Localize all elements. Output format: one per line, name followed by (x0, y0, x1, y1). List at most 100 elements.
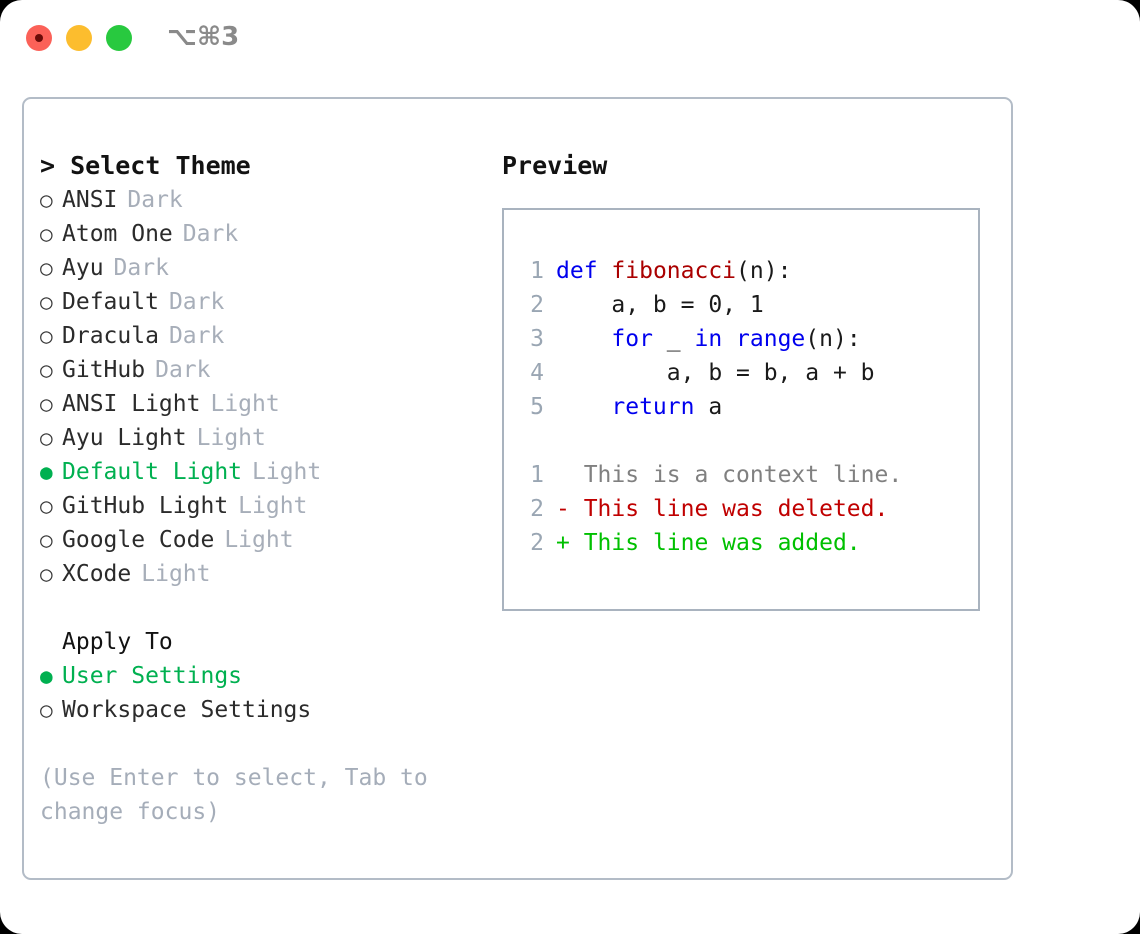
code-token: range (736, 326, 806, 352)
diff-marker (556, 458, 584, 492)
apply-to-label: Workspace Settings (62, 697, 312, 723)
radio-unselected-icon: ○ (40, 222, 53, 246)
theme-variant-tag: Light (252, 459, 322, 485)
select-theme-header: > Select Theme (40, 151, 251, 180)
preview-blank-line (518, 424, 978, 458)
code-token: a, b = b, a + b (556, 360, 875, 386)
theme-list-item[interactable]: ○ Ayu Dark (40, 251, 480, 285)
theme-list-item[interactable]: ○ Default Dark (40, 285, 480, 319)
diff-line: 1 This is a context line. (518, 458, 978, 492)
code-token (598, 254, 612, 288)
code-line: 4 a, b = b, a + b (518, 356, 978, 390)
keyboard-hint: (Use Enter to select, Tab to change focu… (40, 765, 442, 825)
preview-title: Preview (502, 151, 608, 180)
theme-list-item[interactable]: ○ XCode Light (40, 557, 480, 591)
code-line: 5 return a (518, 390, 978, 424)
code-token: def (556, 258, 598, 284)
theme-name-label: Ayu (62, 255, 104, 281)
code-line-number: 3 (530, 326, 544, 352)
theme-variant-tag: Dark (168, 323, 225, 349)
apply-to-label: User Settings (62, 663, 243, 689)
theme-variant-tag: Light (196, 425, 266, 451)
radio-unselected-icon: ○ (40, 188, 53, 212)
apply-to-item[interactable]: ○ Workspace Settings (40, 693, 480, 727)
code-token (556, 322, 611, 356)
code-token: return (611, 394, 695, 420)
theme-name-label: XCode (62, 561, 132, 587)
minimize-button-icon[interactable] (66, 25, 92, 51)
code-token: for (611, 326, 653, 352)
shortcut-label: ⌥⌘3 (167, 22, 240, 52)
theme-name-label: Default Light (62, 459, 243, 485)
diff-marker: + (556, 530, 584, 556)
theme-variant-tag: Dark (168, 289, 225, 315)
apply-to-header: Apply To (62, 629, 173, 655)
theme-variant-tag: Light (210, 391, 280, 417)
theme-name-label: GitHub (62, 357, 146, 383)
diff-text: This line was deleted. (583, 496, 889, 522)
code-line: 3 for _ in range(n): (518, 322, 978, 356)
radio-unselected-icon: ○ (40, 698, 53, 722)
traffic-lights (26, 25, 132, 51)
code-line: 1 def fibonacci(n): (518, 254, 978, 288)
code-line-number: 4 (530, 360, 544, 386)
theme-list-item[interactable]: ○ Google Code Light (40, 523, 480, 557)
theme-variant-tag: Light (141, 561, 211, 587)
hint-spacer (40, 727, 480, 761)
radio-selected-icon: ● (40, 664, 53, 688)
code-line-number: 2 (530, 292, 544, 318)
radio-unselected-icon: ○ (40, 562, 53, 586)
diff-line: 2 + This line was added. (518, 526, 978, 560)
code-token (722, 322, 736, 356)
theme-list-item[interactable]: ● Default Light Light (40, 455, 480, 489)
theme-variant-tag: Light (224, 527, 294, 553)
diff-line-number: 2 (530, 530, 544, 556)
title-bar: ⌥⌘3 (0, 0, 1140, 78)
theme-variant-tag: Dark (127, 187, 183, 213)
code-token: a (694, 394, 723, 420)
apply-to-item[interactable]: ● User Settings (40, 659, 480, 693)
code-token: fibonacci (611, 258, 737, 284)
radio-unselected-icon: ○ (40, 392, 53, 416)
radio-unselected-icon: ○ (40, 494, 53, 518)
theme-name-label: GitHub Light (62, 493, 229, 519)
code-line-number: 1 (530, 258, 544, 284)
radio-unselected-icon: ○ (40, 256, 53, 280)
code-token: (n): (736, 258, 792, 284)
theme-variant-tag: Dark (182, 221, 239, 247)
diff-line: 2- This line was deleted. (518, 492, 978, 526)
radio-unselected-icon: ○ (40, 528, 53, 552)
diff-marker: - (556, 496, 584, 522)
code-token: _ (652, 326, 695, 352)
diff-line-number: 2 (530, 496, 544, 522)
radio-unselected-icon: ○ (40, 290, 53, 314)
radio-unselected-icon: ○ (40, 358, 53, 382)
code-token: (n): (805, 326, 861, 352)
code-token (556, 390, 611, 424)
code-token: a, b = 0, 1 (556, 292, 764, 318)
radio-selected-icon: ● (40, 460, 53, 484)
diff-text: This line was added. (583, 530, 861, 556)
theme-name-label: Default (62, 289, 159, 315)
theme-name-label: Google Code (62, 527, 215, 553)
zoom-button-icon[interactable] (106, 25, 132, 51)
close-button-icon[interactable] (26, 25, 52, 51)
diff-line-number: 1 (530, 462, 544, 488)
theme-variant-tag: Dark (113, 255, 169, 281)
code-token: in (694, 326, 723, 352)
diff-text: This is a context line. (583, 462, 903, 488)
theme-name-label: Ayu Light (62, 425, 187, 451)
